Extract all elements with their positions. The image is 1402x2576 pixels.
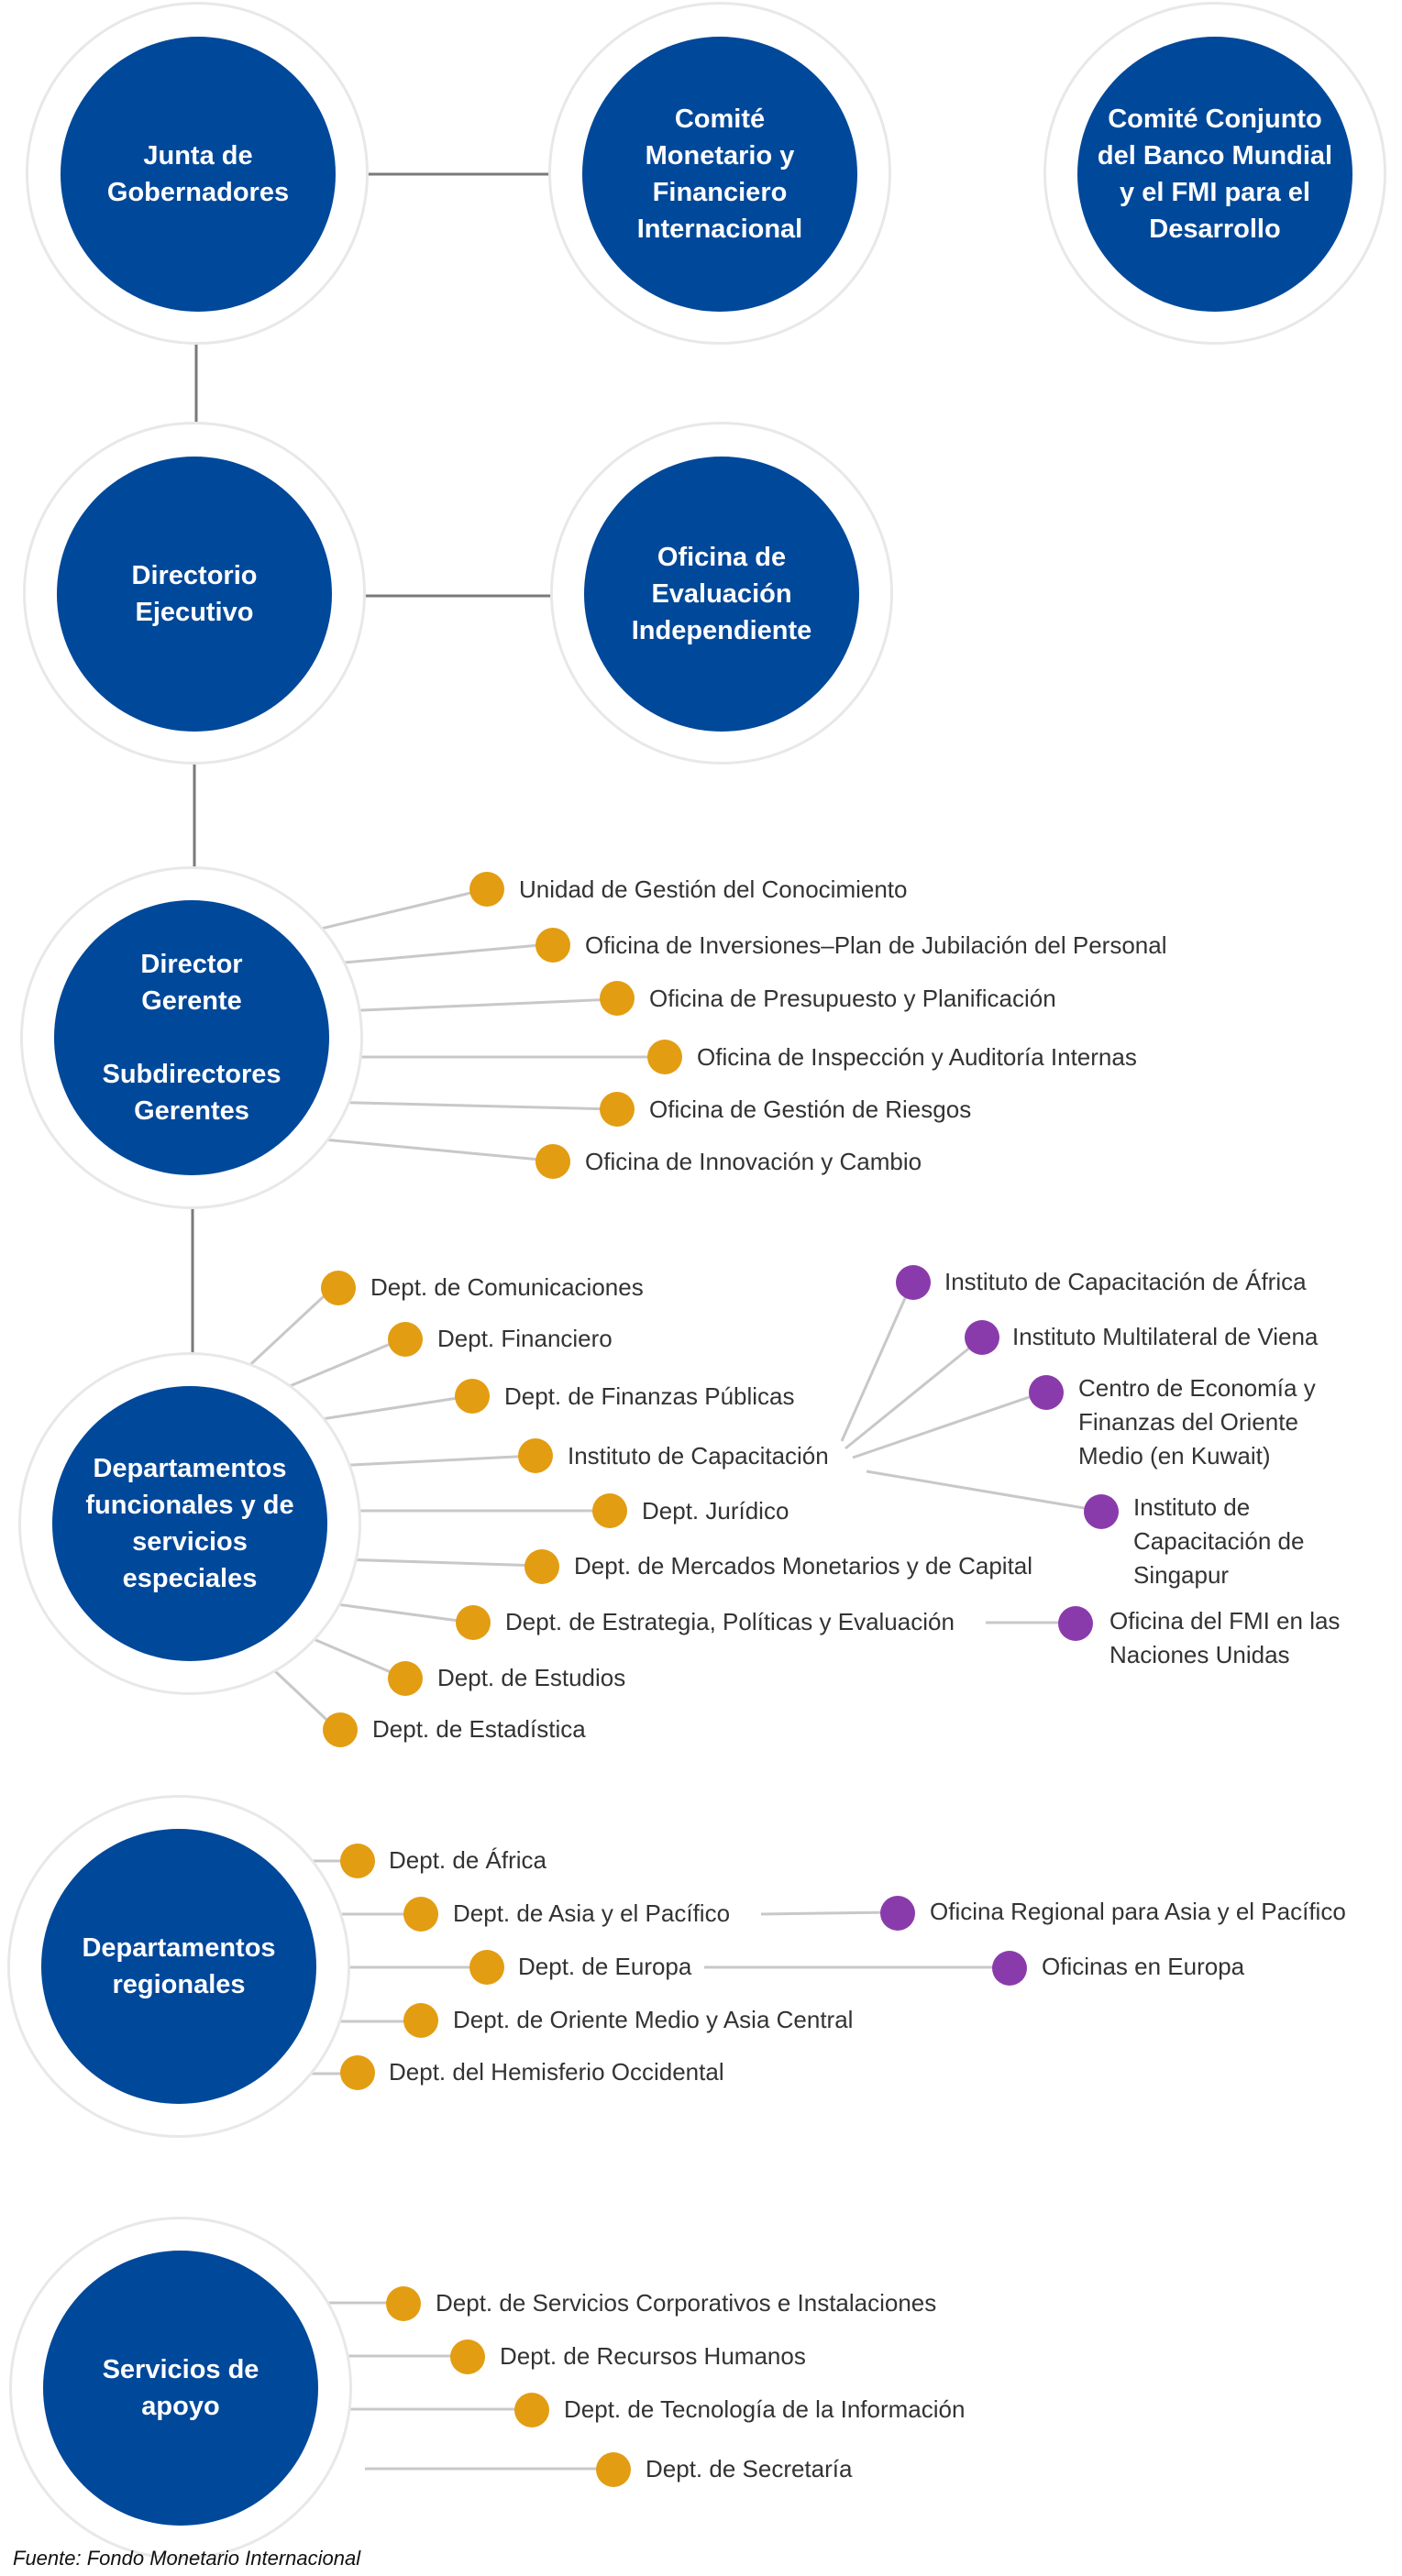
node-label: Departamentos funcionales y de servicios… bbox=[85, 1454, 294, 1593]
sub-unit-dot bbox=[992, 1951, 1027, 1986]
node-label: Comité Monetario y Financiero Internacio… bbox=[636, 105, 803, 244]
node-label: Comité Conjunto del Banco Mundial y el F… bbox=[1097, 105, 1333, 244]
node-label: Subdirectores Gerentes bbox=[102, 1060, 282, 1126]
node-label: Directorio Ejecutivo bbox=[131, 561, 258, 627]
functional-department: Instituto de Capacitación bbox=[568, 1442, 829, 1470]
node-label: Junta de Gobernadores bbox=[106, 141, 290, 207]
training-unit: Instituto Multilateral de Viena bbox=[1012, 1323, 1319, 1350]
regional-department: Dept. de Europa bbox=[518, 1953, 692, 1980]
branch-line bbox=[320, 997, 615, 1014]
unit-dot bbox=[535, 928, 570, 963]
unit-dot bbox=[535, 1144, 570, 1179]
unit-dot bbox=[600, 981, 635, 1016]
sub-unit-dot bbox=[1029, 1375, 1064, 1410]
unit-dot bbox=[388, 1661, 423, 1696]
management-office: Oficina de Gestión de Riesgos bbox=[649, 1095, 972, 1123]
training-unit: Oficina del FMI en las Naciones Unidas bbox=[1109, 1607, 1341, 1668]
unit-dot bbox=[518, 1438, 553, 1473]
training-unit: Instituto de Capacitación de Singapur bbox=[1133, 1493, 1305, 1589]
node-label: Departamentos regionales bbox=[82, 1933, 276, 1999]
functional-department: Dept. Financiero bbox=[437, 1325, 613, 1352]
unit-dot bbox=[469, 1950, 504, 1985]
unit-dot bbox=[323, 1712, 358, 1747]
functional-department: Dept. de Comunicaciones bbox=[370, 1273, 644, 1301]
functional-department: Dept. de Finanzas Públicas bbox=[504, 1382, 795, 1410]
regional-department: Dept. de Asia y el Pacífico bbox=[453, 1899, 731, 1927]
support-department: Dept. de Secretaría bbox=[646, 2455, 853, 2482]
node-development-committee: Comité Conjunto del Banco Mundial y el F… bbox=[1077, 37, 1352, 312]
node-management: Director Gerente Subdirectores Gerentes bbox=[54, 900, 329, 1175]
unit-dot bbox=[321, 1271, 356, 1305]
unit-dot bbox=[524, 1549, 559, 1584]
unit-dot bbox=[388, 1322, 423, 1357]
management-office: Oficina de Innovación y Cambio bbox=[585, 1148, 922, 1175]
functional-department: Dept. de Estadística bbox=[372, 1715, 586, 1743]
sub-unit-dot bbox=[880, 1896, 915, 1931]
functional-department: Dept. de Estrategia, Políticas y Evaluac… bbox=[505, 1608, 955, 1635]
management-office: Oficina de Inversiones–Plan de Jubilació… bbox=[585, 931, 1167, 959]
source-note: Fuente: Fondo Monetario Internacional bbox=[13, 2547, 361, 2570]
branch-line bbox=[293, 1135, 551, 1162]
branch-line bbox=[320, 1100, 615, 1111]
support-department: Dept. de Servicios Corporativos e Instal… bbox=[436, 2289, 937, 2317]
sub-unit-dot bbox=[1084, 1494, 1119, 1529]
branch-line bbox=[297, 1394, 470, 1425]
branch-line bbox=[315, 1454, 535, 1469]
unit-dot bbox=[386, 2286, 421, 2321]
regional-office: Oficina Regional para Asia y el Pacífico bbox=[930, 1898, 1346, 1925]
sub-unit-dot bbox=[896, 1265, 931, 1300]
unit-dot bbox=[403, 1897, 438, 1932]
unit-dot bbox=[340, 2055, 375, 2090]
node-ieo: Oficina de Evaluación Independiente bbox=[584, 457, 859, 732]
regional-department: Dept. de África bbox=[389, 1846, 546, 1874]
branch-line bbox=[760, 1910, 895, 1916]
unit-dot bbox=[450, 2339, 485, 2374]
branch-line bbox=[845, 1337, 982, 1450]
node-label: Oficina de Evaluación Independiente bbox=[631, 543, 812, 645]
node-label: Servicios de apoyo bbox=[102, 2355, 259, 2421]
node-regional-departments: Departamentos regionales bbox=[41, 1829, 316, 2104]
unit-dot bbox=[514, 2393, 549, 2427]
management-office: Oficina de Presupuesto y Planificación bbox=[649, 985, 1056, 1012]
unit-dot bbox=[340, 1844, 375, 1878]
regional-office: Oficinas en Europa bbox=[1042, 1953, 1245, 1980]
unit-dot bbox=[403, 2003, 438, 2038]
node-executive-board: Directorio Ejecutivo bbox=[57, 457, 332, 732]
functional-department: Dept. de Mercados Monetarios y de Capita… bbox=[574, 1552, 1033, 1580]
branch-line bbox=[852, 1390, 1046, 1459]
support-department: Dept. de Tecnología de la Información bbox=[564, 2395, 966, 2423]
unit-dot bbox=[592, 1493, 627, 1528]
node-support-services: Servicios de apoyo bbox=[43, 2251, 318, 2526]
unit-dot bbox=[469, 872, 504, 907]
node-board-of-governors: Junta de Gobernadores bbox=[61, 37, 336, 312]
unit-dot bbox=[596, 2452, 631, 2487]
support-department: Dept. de Recursos Humanos bbox=[500, 2342, 806, 2370]
unit-dot bbox=[647, 1040, 682, 1074]
node-imfc: Comité Monetario y Financiero Internacio… bbox=[582, 37, 857, 312]
training-unit: Instituto de Capacitación de África bbox=[944, 1268, 1307, 1295]
management-office: Unidad de Gestión del Conocimiento bbox=[519, 875, 908, 903]
regional-department: Dept. del Hemisferio Occidental bbox=[389, 2058, 724, 2086]
training-unit: Centro de Economía y Finanzas del Orient… bbox=[1078, 1374, 1316, 1470]
unit-dot bbox=[600, 1092, 635, 1127]
functional-department: Dept. Jurídico bbox=[642, 1497, 789, 1525]
branch-line bbox=[866, 1470, 1101, 1513]
functional-department: Dept. de Estudios bbox=[437, 1664, 626, 1691]
regional-department: Dept. de Oriente Medio y Asia Central bbox=[453, 2006, 854, 2033]
unit-dot bbox=[455, 1379, 490, 1414]
sub-unit-dot bbox=[1058, 1606, 1093, 1641]
node-label: Director Gerente bbox=[140, 950, 243, 1016]
node-functional-departments: Departamentos funcionales y de servicios… bbox=[52, 1386, 327, 1661]
management-office: Oficina de Inspección y Auditoría Intern… bbox=[697, 1043, 1137, 1071]
sub-unit-dot bbox=[965, 1320, 999, 1355]
unit-dot bbox=[456, 1605, 491, 1640]
branch-line bbox=[840, 1281, 914, 1442]
